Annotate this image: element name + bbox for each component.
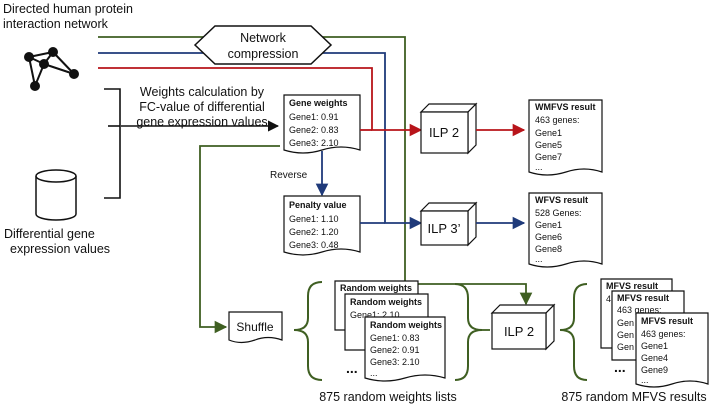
- random-weights-title: Random weights: [350, 297, 422, 307]
- gene-weights-line: Gene3: 2.10: [289, 138, 339, 148]
- weights-calc-line3: gene expression values: [136, 115, 267, 129]
- wmfvs-line: Gene7: [535, 152, 562, 162]
- random-weights-line: ...: [370, 368, 378, 378]
- random-weights-title: Random weights: [340, 283, 412, 293]
- wmfvs-line: 463 genes:: [535, 115, 580, 125]
- compression-line1: Network: [240, 31, 287, 45]
- wfvs-line: 528 Genes:: [535, 208, 582, 218]
- wfvs-line: Gene6: [535, 232, 562, 242]
- shuffle-document: Shuffle: [228, 311, 283, 344]
- random-weights-line: Gene1: 0.83: [370, 333, 420, 343]
- wmfvs-line: ...: [535, 162, 543, 172]
- wmfvs-result-document: WMFVS result 463 genes: Gene1 Gene5 Gene…: [528, 99, 603, 176]
- weights-calc-line1: Weights calculation by: [140, 85, 265, 99]
- random-weights-stack: Random weights Random weights Gene1: 2.1…: [334, 280, 446, 382]
- mfvs-peek: Gen: [617, 318, 634, 328]
- network-compression-hexagon: [193, 25, 333, 65]
- mfvs-line: 4: [606, 294, 611, 304]
- shuffle-path: [199, 145, 280, 334]
- mfvs-results-left-brace: [559, 283, 588, 381]
- wmfvs-title: WMFVS result: [535, 102, 596, 112]
- wmfvs-line: Gene1: [535, 128, 562, 138]
- compression-line2: compression: [228, 47, 299, 61]
- penalty-value-line: Gene3: 0.48: [289, 240, 339, 250]
- mfvs-line: Gene1: [641, 341, 668, 351]
- penalty-value-document: Penalty value Gene1: 1.10 Gene2: 1.20 Ge…: [283, 195, 361, 256]
- mfvs-line: Gene9: [641, 365, 668, 375]
- input-bracket: [104, 88, 121, 199]
- mfvs-title: MFVS result: [641, 316, 693, 326]
- ilp3-cube: ILP 3’: [419, 201, 478, 247]
- mfvs-line: ...: [641, 375, 649, 385]
- gene-weights-line: Gene1: 0.91: [289, 112, 339, 122]
- gene-weights-document: Gene weights Gene1: 0.91 Gene2: 0.83 Gen…: [283, 94, 361, 154]
- ilp2-bottom-cube: ILP 2: [490, 303, 556, 351]
- mfvs-title: MFVS result: [617, 293, 669, 303]
- random-weights-line: Gene3: 2.10: [370, 357, 420, 367]
- wfvs-title: WFVS result: [535, 195, 588, 205]
- shuffle-label: Shuffle: [236, 320, 273, 334]
- penalty-value-title: Penalty value: [289, 200, 347, 210]
- wfvs-line: ...: [535, 254, 543, 264]
- ilp2-top-cube: ILP 2: [419, 102, 478, 155]
- ilp3-label: ILP 3’: [427, 221, 460, 236]
- mfvs-line: 463 genes:: [617, 305, 662, 315]
- random-weights-ellipsis: ...: [346, 360, 358, 376]
- green-flow-line: [98, 36, 533, 306]
- wmfvs-line: Gene5: [535, 140, 562, 150]
- wfvs-result-document: WFVS result 528 Genes: Gene1 Gene6 Gene8…: [528, 192, 603, 268]
- random-weights-line: Gene2: 0.91: [370, 345, 420, 355]
- random-lists-caption: 875 random weights lists: [319, 390, 457, 404]
- expression-label-line1: Differential gene: [4, 227, 95, 241]
- reverse-label: Reverse: [270, 170, 308, 181]
- red-flow-line: [98, 67, 423, 137]
- weights-calc-line2: FC-value of differential: [139, 100, 265, 114]
- network-label-line2: interaction network: [3, 17, 109, 31]
- network-label-line1: Directed human protein: [3, 2, 133, 16]
- database-icon: [35, 169, 77, 221]
- mfvs-line: 463 genes:: [641, 329, 686, 339]
- random-weights-doc-front: Random weights Gene1: 0.83 Gene2: 0.91 G…: [364, 316, 446, 382]
- mfvs-ellipsis: ...: [614, 359, 626, 375]
- random-weights-line: Gene1: 2.10: [350, 310, 400, 320]
- mfvs-line: Gene4: [641, 353, 668, 363]
- random-weights-left-brace: [293, 281, 323, 381]
- random-results-caption: 875 random MFVS results: [561, 390, 706, 404]
- penalty-value-line: Gene2: 1.20: [289, 227, 339, 237]
- wfvs-line: Gene1: [535, 220, 562, 230]
- mfvs-doc-front: MFVS result 463 genes: Gene1 Gene4 Gene9…: [635, 312, 709, 388]
- mfvs-title: MFVS result: [606, 281, 658, 291]
- network-graph-icon: [24, 47, 79, 91]
- gene-weights-title: Gene weights: [289, 98, 348, 108]
- ilp2-bottom-label: ILP 2: [504, 324, 534, 339]
- mfvs-peek: Gen: [617, 330, 634, 340]
- gene-weights-line: Gene2: 0.83: [289, 125, 339, 135]
- expression-label-line2: expression values: [10, 242, 110, 256]
- random-weights-right-brace: [454, 283, 483, 381]
- penalty-value-line: Gene1: 1.10: [289, 214, 339, 224]
- random-weights-title: Random weights: [370, 320, 442, 330]
- wfvs-line: Gene8: [535, 244, 562, 254]
- ilp2-top-label: ILP 2: [429, 125, 459, 140]
- mfvs-results-stack: MFVS result 4 MFVS result 463 genes: Gen…: [600, 278, 709, 388]
- mfvs-peek: Gen: [617, 342, 634, 352]
